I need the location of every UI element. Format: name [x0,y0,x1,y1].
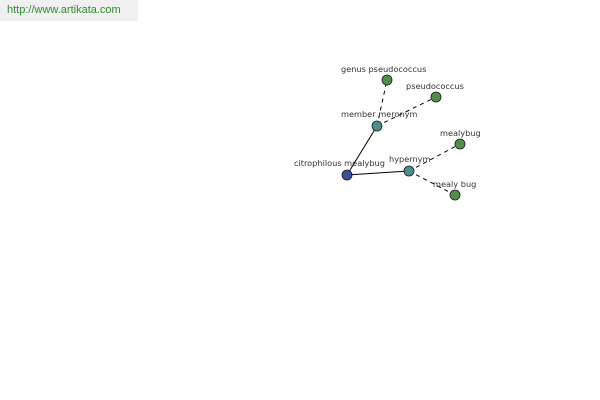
edge-member-meronym-to-pseudococcus [376,96,437,127]
graph-labels: citrophilous mealybug member meronym hyper… [294,64,481,189]
node-label-member-meronym[interactable]: member meronym [341,109,417,119]
node-label-hypernym[interactable]: hypernym [389,154,431,164]
edge-root-to-hypernym [346,170,410,176]
graph-edges [346,79,461,196]
site-url-link[interactable]: http://www.artikata.com [7,4,121,16]
node-member-meronym[interactable] [371,120,383,132]
node-mealy-bug[interactable] [449,189,461,201]
edge-root-to-member-meronym [346,125,378,176]
edge-hypernym-to-mealy-bug [408,170,456,196]
node-mealybug[interactable] [454,138,466,150]
edge-hypernym-to-mealybug [408,143,461,172]
node-label-mealy-bug[interactable]: mealy bug [433,179,476,189]
edge-member-meronym-to-genus-pseudococcus [376,79,388,127]
graph-nodes [341,74,466,201]
node-label-root[interactable]: citrophilous mealybug [294,158,385,168]
node-label-mealybug[interactable]: mealybug [440,128,481,138]
node-hypernym[interactable] [403,165,415,177]
node-root[interactable] [341,169,353,181]
node-pseudococcus[interactable] [430,91,442,103]
node-genus-pseudococcus[interactable] [381,74,393,86]
node-label-pseudococcus[interactable]: pseudococcus [406,81,464,91]
url-bar: http://www.artikata.com [0,0,138,21]
node-label-genus-pseudococcus[interactable]: genus pseudococcus [341,64,426,74]
